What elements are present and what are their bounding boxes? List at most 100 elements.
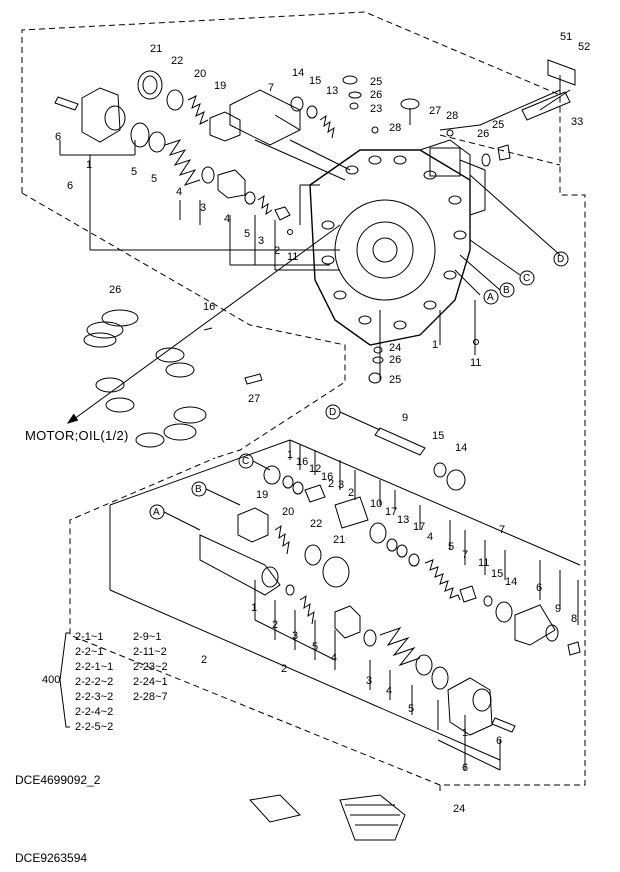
part-label: 51 [560,31,573,43]
group-col-1: 2-1~1 2-2~1 2-2-1~1 2-2-2~2 2-2-3~2 2-2-… [75,630,113,735]
callout-c-bottom: C [242,456,250,467]
part-label: 4 [224,213,231,225]
part-label: 19 [214,80,227,92]
part-label: 27 [429,105,442,117]
part-label: 17 [413,521,426,533]
part-label: 28 [446,110,459,122]
group-entry: 2-24~1 [133,676,168,688]
part-label: 11 [287,251,299,263]
part-label: 28 [389,122,402,134]
part-label: 2 [328,478,335,490]
callout-b-bottom: B [195,484,202,495]
part-label: 16 [203,301,216,313]
part-label: 26 [477,128,490,140]
part-label: 1 [251,602,258,614]
part-label: 25 [492,119,505,131]
part-label: 5 [312,641,319,653]
spring-cluster [83,309,207,448]
part-label: 6 [67,180,74,192]
motor-oil-caption: MOTOR;OIL(1/2) [25,428,129,443]
part-label: 25 [370,76,383,88]
part-label: 9 [402,412,409,424]
bottom-gear-fragment [249,794,406,841]
part-label: 11 [478,557,490,569]
group-entry: 2-23~2 [133,661,168,673]
part-label: 2 [348,487,355,499]
part-label: 26 [370,89,383,101]
lower-leader-lines [109,411,581,771]
part-label: 24 [453,803,466,815]
callout-c-top: C [523,273,531,284]
part-label: 9 [555,603,562,615]
part-label: 2 [281,663,288,675]
lower-parts [199,427,581,736]
upper-leader-lines [59,75,571,380]
group-entry: 2-2~1 [75,646,104,658]
part-label: 16 [321,471,334,483]
part-label: 5 [131,166,138,178]
part-label: 1 [86,159,93,171]
part-label: 5 [244,228,251,240]
callout-b-top: B [503,285,510,296]
part-label: 3 [292,630,299,642]
part-label: 10 [370,498,383,510]
part-label: 14 [455,442,468,454]
part-label: 16 [296,456,309,468]
group-col-2: 2-9~1 2-11~2 2-23~2 2-24~1 2-28~7 [133,630,168,705]
group-entry: 2-2-1~1 [75,661,114,673]
part-label: 20 [194,68,207,80]
part-label: 4 [427,531,434,543]
part-label: 5 [408,703,415,715]
part-label: 24 [389,342,402,354]
part-label: 5 [448,541,455,553]
upper-dashed-boundary [21,11,586,459]
part-label: 6 [55,131,62,143]
part-label: 3 [258,235,265,247]
part-label: 3 [338,479,345,491]
part-label: 11 [470,357,482,369]
part-label: 6 [496,735,503,747]
upper-parts [54,59,576,385]
callout-a-bottom: A [153,507,160,518]
group-entry: 2-2-4~2 [75,706,114,718]
part-label: 14 [292,67,305,79]
part-label: 3 [200,202,207,214]
part-label: 12 [309,463,322,475]
part-label: 2 [272,619,279,631]
part-label: 26 [389,354,402,366]
part-label: 25 [389,374,402,386]
part-label: 52 [578,41,591,53]
callout-d-bottom: D [329,407,337,418]
callout-circles [149,251,569,520]
drawing-code-top: DCE4699092_2 [15,773,101,787]
part-label: 20 [282,506,295,518]
part-label: 6 [462,762,469,774]
part-label: 4 [386,685,393,697]
part-label: 2 [274,245,281,257]
part-label: 3 [366,675,373,687]
part-label: 33 [571,116,584,128]
group-entry: 2-2-5~2 [75,721,114,733]
group-entry: 2-2-2~2 [75,676,114,688]
callout-d-top: D [557,254,565,265]
part-label: 1 [462,727,469,739]
part-label: 7 [268,82,275,94]
part-label: 14 [505,576,518,588]
part-label: 6 [536,582,543,594]
part-label: 21 [150,43,163,55]
part-label: 7 [499,524,506,536]
motor-oil-leader [66,224,341,424]
part-label: 7 [462,549,469,561]
part-label: 27 [248,393,261,405]
part-label: 5 [151,173,158,185]
lower-dashed-boundary [69,360,586,795]
part-label: 21 [333,534,346,546]
group-entry: 2-9~1 [133,631,162,643]
part-label: 1 [287,449,294,461]
group-entry: 2-28~7 [133,691,168,703]
part-label: 4 [331,652,338,664]
part-label: 22 [171,55,184,67]
group-entry: 2-11~2 [133,646,167,658]
